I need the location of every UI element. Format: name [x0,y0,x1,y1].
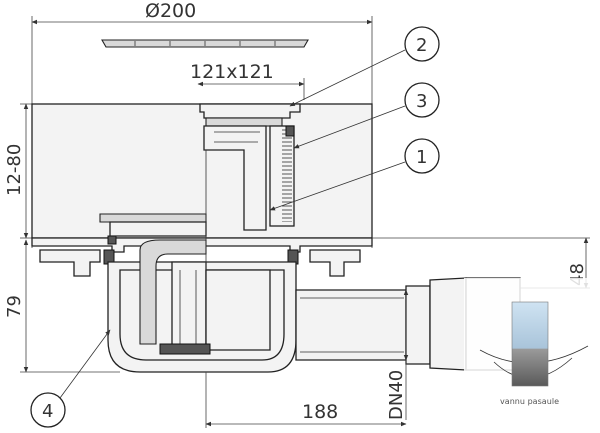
dim-width-188-label: 188 [302,401,338,423]
dim-diameter-label: Ø200 [145,0,196,22]
dim-pipe-dn: DN40 [386,289,409,420]
callout-4-label: 4 [42,401,53,422]
vannu-pasaule-logo: vannu pasaule [464,278,600,433]
callout-2-label: 2 [416,35,427,56]
dim-grate-size-label: 121x121 [190,61,274,83]
dim-height-79: 79 [4,239,120,373]
dim-height-79-label: 79 [4,295,25,318]
callout-1-label: 1 [416,147,427,168]
dim-width-188: 188 [205,372,407,428]
grate-top-view [101,39,309,48]
callout-4: 4 [30,329,111,428]
callout-3: 3 [293,82,440,149]
callout-3-label: 3 [416,91,427,112]
dim-grate-size: 121x121 [190,61,305,100]
dim-pipe-dn-label: DN40 [386,370,407,420]
dim-height-range-label: 12-80 [4,144,25,196]
logo-text: vannu pasaule [500,397,560,406]
callout-2: 2 [289,26,440,107]
logo-mark-icon [511,301,549,387]
callout-1: 1 [269,138,440,211]
